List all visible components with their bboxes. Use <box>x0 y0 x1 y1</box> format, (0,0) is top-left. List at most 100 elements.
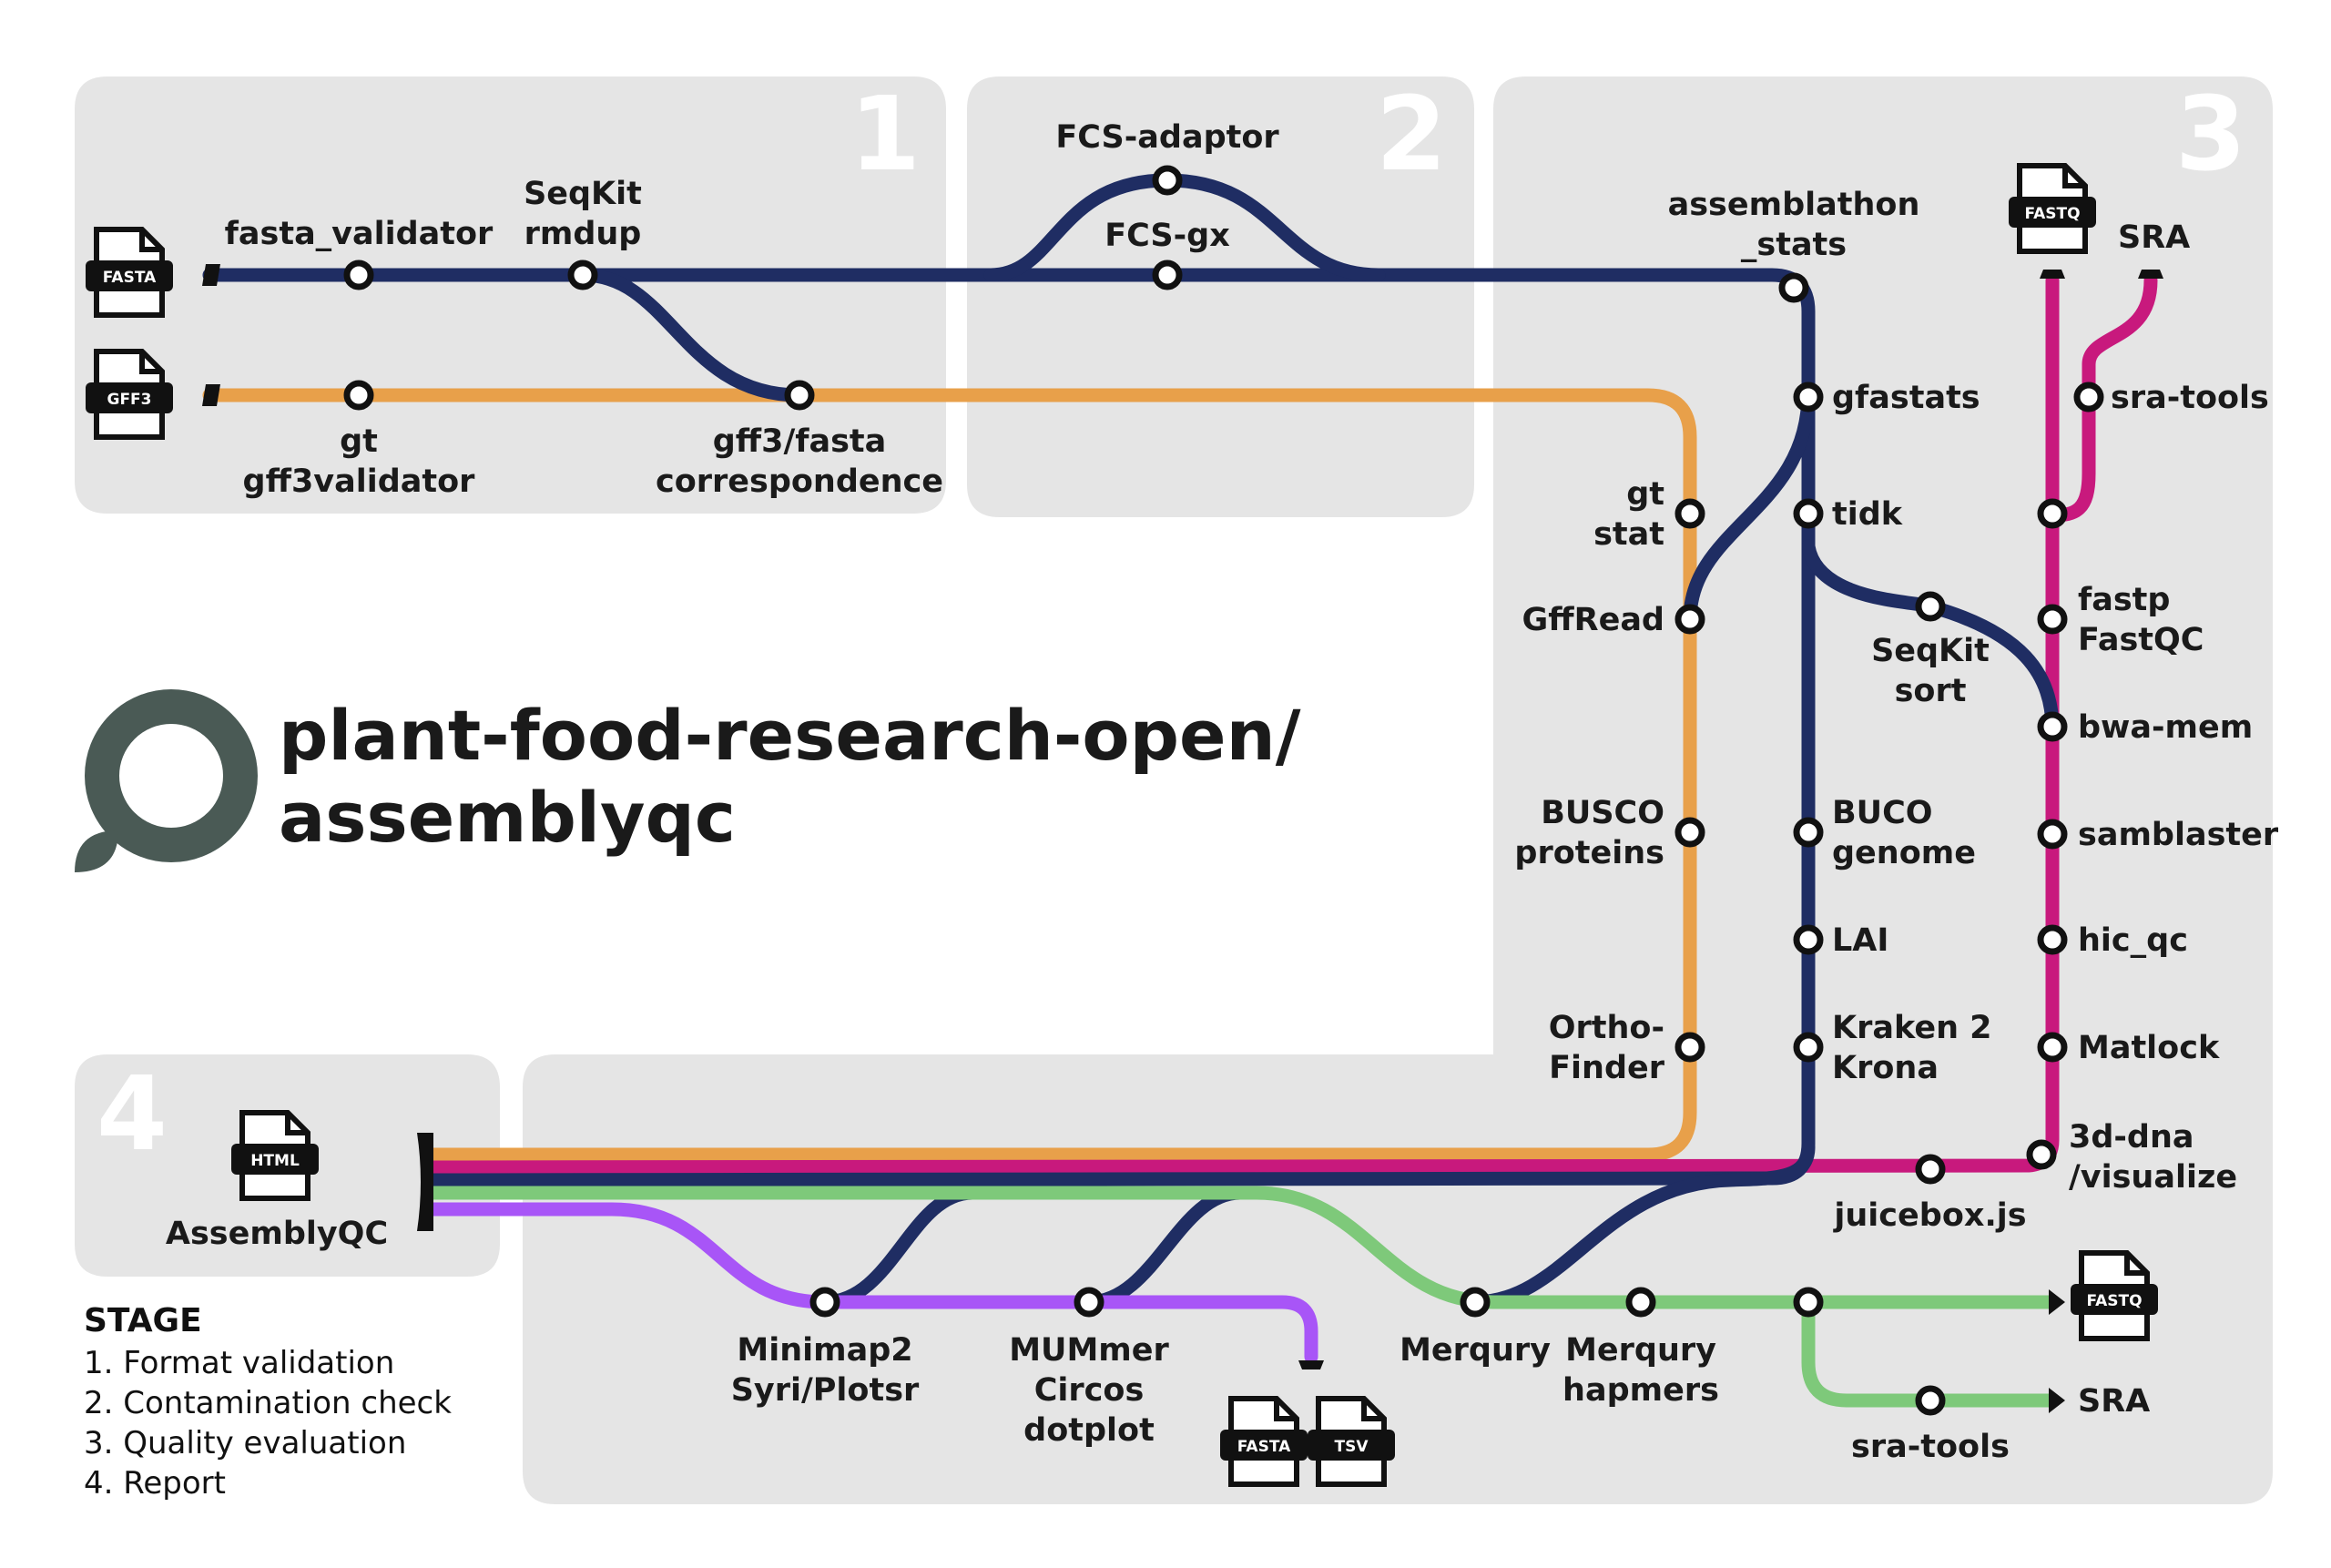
terminal-fasta-input <box>202 264 220 286</box>
station-bwa-mem[interactable] <box>2037 711 2068 742</box>
label-3d-dna-2: /visualize <box>2069 1159 2237 1196</box>
station-3d-dna[interactable] <box>2026 1139 2057 1170</box>
terminal-fastq-output <box>2049 1289 2065 1315</box>
label-mummer-3: dotplot <box>1023 1412 1155 1449</box>
label-assemblathon: assemblathon <box>1668 187 1920 223</box>
label-minimap2: Minimap2 <box>737 1332 912 1369</box>
label-sra-tools-top: sra-tools <box>2111 380 2269 416</box>
label-bwa-mem: bwa-mem <box>2078 709 2253 746</box>
stage-legend: STAGE 1. Format validation 2. Contaminat… <box>84 1302 452 1502</box>
station-minimap2[interactable] <box>809 1287 840 1318</box>
label-samblaster: samblaster <box>2078 817 2279 853</box>
svg-text:FASTA: FASTA <box>103 269 157 287</box>
terminals <box>202 264 2163 1413</box>
station-lai[interactable] <box>1793 924 1824 955</box>
stage-1-panel <box>75 76 946 514</box>
station-orthofinder[interactable] <box>1674 1032 1705 1063</box>
fastq-output-file-icon: FASTQ <box>2071 1250 2158 1341</box>
label-3d-dna: 3d-dna <box>2069 1119 2194 1156</box>
station-merqury-hapmers[interactable] <box>1625 1287 1656 1318</box>
label-busco-proteins-2: proteins <box>1514 835 1664 871</box>
label-gff3-fasta: gff3/fasta <box>713 423 887 460</box>
station-seqkit-sort[interactable] <box>1915 591 1946 622</box>
stage-2-panel <box>967 76 1474 517</box>
station-gt-stat[interactable] <box>1674 498 1705 529</box>
stations <box>343 165 2104 1416</box>
station-gfastats[interactable] <box>1793 382 1824 412</box>
gff3-input-file-icon: GFF3 <box>86 349 173 440</box>
stage-3-number: 3 <box>2175 76 2246 194</box>
terminal-purple-output <box>1298 1360 1324 1369</box>
station-green-split[interactable] <box>1793 1287 1824 1318</box>
legend-item: 1. Format validation <box>84 1345 394 1381</box>
station-juicebox[interactable] <box>1915 1154 1946 1185</box>
label-gt-gff3validator: gt <box>340 423 378 460</box>
station-fasta-validator[interactable] <box>343 260 374 290</box>
logo-icon <box>75 689 258 872</box>
station-merqury[interactable] <box>1460 1287 1491 1318</box>
station-sra-tools-bottom[interactable] <box>1915 1385 1946 1416</box>
label-matlock: Matlock <box>2078 1030 2220 1066</box>
terminal-sra-top <box>2138 270 2163 279</box>
station-kraken[interactable] <box>1793 1032 1824 1063</box>
label-lai: LAI <box>1832 922 1888 959</box>
label-gffread: GffRead <box>1522 602 1664 638</box>
label-minimap2-2: Syri/Plotsr <box>731 1372 920 1409</box>
stage-3-panel <box>523 76 2273 1504</box>
label-merqury-hapmers: Merqury <box>1565 1332 1716 1369</box>
station-busco-proteins[interactable] <box>1674 817 1705 848</box>
label-mummer-2: Circos <box>1034 1372 1145 1409</box>
station-gffread[interactable] <box>1674 604 1705 635</box>
station-tidk[interactable] <box>1793 498 1824 529</box>
label-busco-genome: BUCO <box>1832 795 1933 831</box>
svg-text:GFF3: GFF3 <box>107 391 151 409</box>
fasta-input-file-icon: FASTA <box>86 227 173 318</box>
label-gt-gff3validator-2: gff3validator <box>243 463 476 500</box>
legend-item: 3. Quality evaluation <box>84 1425 406 1461</box>
navy-merqury-branch <box>1468 1140 1816 1309</box>
station-gff3-fasta-correspondence[interactable] <box>784 380 815 411</box>
station-fcs-gx[interactable] <box>1152 260 1183 290</box>
legend-heading: STAGE <box>84 1302 202 1339</box>
station-assemblathon-stats[interactable] <box>1778 272 1809 303</box>
fastq-input-file-icon: FASTQ <box>2009 163 2096 254</box>
label-gfastats: gfastats <box>1832 380 1980 416</box>
station-matlock[interactable] <box>2037 1032 2068 1063</box>
station-sra-merge[interactable] <box>2037 498 2068 529</box>
label-tidk: tidk <box>1832 496 1903 533</box>
station-gt-gff3validator[interactable] <box>343 380 374 411</box>
legend-item: 2. Contamination check <box>84 1385 452 1421</box>
station-fcs-adaptor[interactable] <box>1152 165 1183 196</box>
label-kraken: Kraken 2 <box>1832 1010 1992 1046</box>
label-fcs-adaptor: FCS-adaptor <box>1055 119 1279 156</box>
purple-line <box>421 1202 1318 1364</box>
orange-line <box>202 388 1697 1162</box>
svg-text:FASTQ: FASTQ <box>2024 205 2080 223</box>
station-mummer[interactable] <box>1074 1287 1104 1318</box>
html-report-file-icon: HTML <box>231 1110 319 1201</box>
label-fasta-validator: fasta_validator <box>225 216 494 252</box>
svg-text:FASTQ: FASTQ <box>2086 1292 2142 1310</box>
station-samblaster[interactable] <box>2037 819 2068 850</box>
station-hic-qc[interactable] <box>2037 924 2068 955</box>
label-sra-bottom: SRA <box>2078 1383 2150 1420</box>
label-fastp: fastp <box>2078 582 2170 618</box>
label-mummer: MUMmer <box>1009 1332 1169 1369</box>
label-orthofinder-2: Finder <box>1549 1050 1665 1086</box>
stage-panels: 1 2 3 4 <box>75 76 2273 1504</box>
label-merqury: Merqury <box>1400 1332 1551 1369</box>
station-sra-tools-top[interactable] <box>2073 382 2104 412</box>
label-gt-stat-2: stat <box>1593 516 1664 553</box>
page-title-line1: plant-food-research-open/ <box>279 695 1301 776</box>
station-busco-genome[interactable] <box>1793 817 1824 848</box>
green-sra-branch <box>1801 1295 2060 1408</box>
navy-gff3-correspondence <box>575 268 807 402</box>
navy-gffread-branch <box>1683 386 1816 626</box>
station-fastp[interactable] <box>2037 604 2068 635</box>
label-gff3-fasta-2: correspondence <box>656 463 943 500</box>
stage-4-number: 4 <box>97 1055 168 1174</box>
station-seqkit-rmdup[interactable] <box>567 260 598 290</box>
label-merqury-hapmers-2: hapmers <box>1562 1372 1719 1409</box>
label-juicebox: juicebox.js <box>1832 1197 2026 1234</box>
station-labels: fasta_validator SeqKit rmdup gt gff3vali… <box>166 119 2279 1465</box>
